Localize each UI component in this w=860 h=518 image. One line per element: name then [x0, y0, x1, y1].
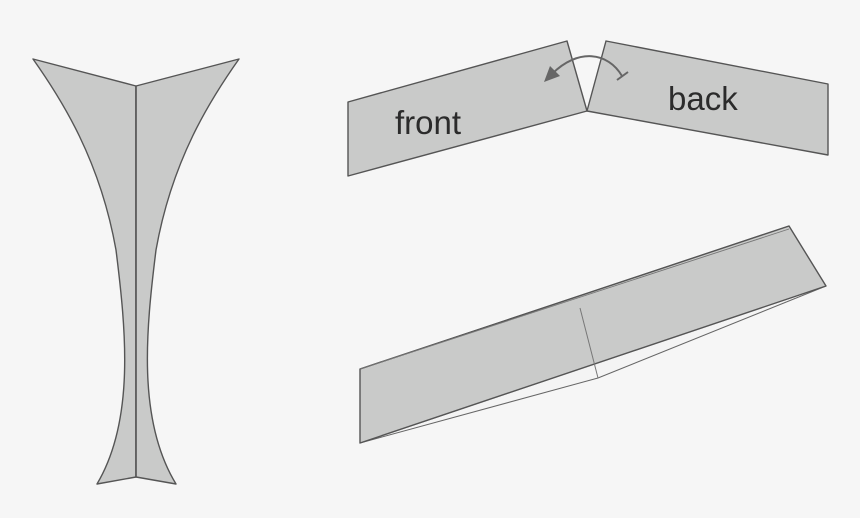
fold-arrow-curve [551, 55, 623, 77]
folded-strip-top-edge [359, 225, 790, 370]
folded-strip-center-crease [579, 307, 599, 379]
front-label: front [395, 104, 461, 141]
fold-arrow-tail-tick [616, 71, 629, 81]
flared-shape-right-half [135, 58, 240, 485]
folded-strip [359, 225, 827, 444]
flared-shape-left-half [32, 58, 137, 485]
fold-arrow-icon [544, 55, 629, 82]
fold-arrow-head [544, 66, 560, 82]
folded-strip-inner-crease [359, 228, 790, 370]
flared-folded-shape [32, 58, 240, 485]
back-label: back [668, 80, 738, 117]
front-back-strips: front back [347, 40, 829, 177]
back-strip [586, 40, 829, 156]
